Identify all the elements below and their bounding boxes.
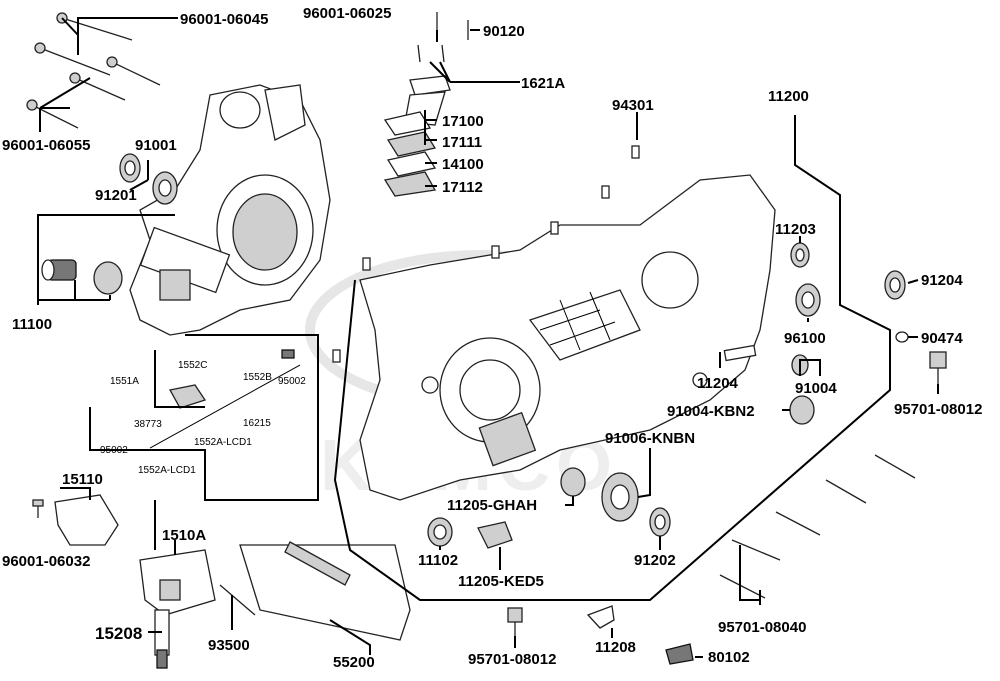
clip-80102 bbox=[665, 643, 694, 665]
label-95701-08040: 95701-08040 bbox=[718, 619, 806, 636]
label-55200: 55200 bbox=[333, 654, 375, 671]
label-11205-GHAH: 11205-GHAH bbox=[447, 497, 537, 514]
label-11100: 11100 bbox=[12, 316, 52, 333]
label-11208: 11208 bbox=[595, 639, 636, 656]
strainer-55200 bbox=[239, 541, 411, 641]
small-bolts-top bbox=[417, 12, 469, 63]
right-crankcase-part bbox=[359, 174, 776, 501]
oil-pump-1510A bbox=[139, 549, 216, 669]
label-91004-KBN2: 91004-KBN2 bbox=[667, 403, 755, 420]
label-11200: 11200 bbox=[768, 88, 809, 105]
label-1552C: 1552C bbox=[178, 360, 207, 371]
label-1552A-LCD1-a: 1552A-LCD1 bbox=[194, 437, 252, 448]
bearing-91001 bbox=[152, 171, 178, 205]
label-96100: 96100 bbox=[784, 330, 826, 347]
label-11102: 11102 bbox=[418, 552, 458, 569]
seal-91202 bbox=[649, 507, 671, 537]
part-labels: 96001-06045 96001-06025 90120 1621A 1710… bbox=[2, 5, 982, 671]
bearing-96100 bbox=[795, 283, 821, 317]
bolts-group-top-left bbox=[26, 12, 161, 129]
label-1552A-LCD1-b: 1552A-LCD1 bbox=[138, 465, 196, 476]
bearing-91006-KNBN bbox=[601, 472, 639, 522]
label-80102: 80102 bbox=[708, 649, 750, 666]
leader-lines bbox=[37, 17, 939, 658]
clip-11208 bbox=[586, 605, 615, 629]
label-96001-06025: 96001-06025 bbox=[303, 5, 391, 22]
washer-90474 bbox=[895, 331, 909, 343]
label-96001-06055: 96001-06055 bbox=[2, 137, 90, 154]
label-17111: 17111 bbox=[442, 134, 482, 151]
bracket-15110 bbox=[54, 494, 119, 546]
label-91001: 91001 bbox=[135, 137, 177, 154]
label-91006-KNBN: 91006-KNBN bbox=[605, 430, 695, 447]
label-95701-08012-bottom: 95701-08012 bbox=[468, 651, 556, 668]
label-96001-06045: 96001-06045 bbox=[180, 11, 268, 28]
label-17100: 17100 bbox=[442, 113, 484, 130]
label-91204: 91204 bbox=[921, 272, 963, 289]
label-11205-KED5: 11205-KED5 bbox=[458, 573, 544, 590]
label-15110: 15110 bbox=[62, 471, 103, 488]
label-91201: 91201 bbox=[95, 187, 137, 204]
pin-11204 bbox=[723, 344, 757, 362]
bearing-11205-GHAH bbox=[560, 467, 586, 497]
label-95002-b: 95002 bbox=[100, 445, 128, 456]
label-15208: 15208 bbox=[95, 624, 142, 643]
label-11204: 11204 bbox=[697, 375, 739, 392]
bolt-95701-08012-bottom bbox=[507, 607, 523, 636]
label-96001-06032: 96001-06032 bbox=[2, 553, 90, 570]
label-1552B: 1552B bbox=[243, 372, 272, 383]
bolt-96001-06032 bbox=[32, 499, 44, 518]
label-91202: 91202 bbox=[634, 552, 676, 569]
label-38773: 38773 bbox=[134, 419, 162, 430]
label-17112: 17112 bbox=[442, 179, 483, 196]
label-90474: 90474 bbox=[921, 330, 963, 347]
label-16215: 16215 bbox=[243, 418, 271, 429]
oil-hose-inset bbox=[89, 334, 319, 501]
label-1621A: 1621A bbox=[521, 75, 565, 92]
bearing-11102 bbox=[427, 517, 453, 547]
label-94301: 94301 bbox=[612, 97, 654, 114]
label-93500: 93500 bbox=[208, 637, 250, 654]
label-95002-a: 95002 bbox=[278, 376, 306, 387]
bushing-11205-KED5 bbox=[477, 521, 513, 549]
left-crankcase-part bbox=[129, 84, 331, 336]
bolt-93500 bbox=[219, 584, 256, 616]
bearing-11203 bbox=[790, 242, 810, 268]
seal-91201 bbox=[119, 153, 141, 183]
long-bolts-95701-08040 bbox=[719, 454, 916, 599]
label-91004: 91004 bbox=[795, 380, 837, 397]
bushing-left bbox=[41, 259, 123, 295]
label-11203: 11203 bbox=[775, 221, 816, 238]
reed-valve-stack bbox=[383, 75, 451, 197]
seal-91204 bbox=[884, 270, 906, 300]
dowel-pins-94301 bbox=[332, 145, 640, 363]
bolt-95701-08012-right bbox=[929, 351, 947, 384]
label-95701-08012-right: 95701-08012 bbox=[894, 401, 982, 418]
label-14100: 14100 bbox=[442, 156, 484, 173]
label-1510A: 1510A bbox=[162, 527, 206, 544]
inset-labels: 1551A 1552C 1552B 95002 38773 16215 9500… bbox=[100, 360, 306, 476]
label-1551A: 1551A bbox=[110, 376, 139, 387]
label-90120: 90120 bbox=[483, 23, 525, 40]
